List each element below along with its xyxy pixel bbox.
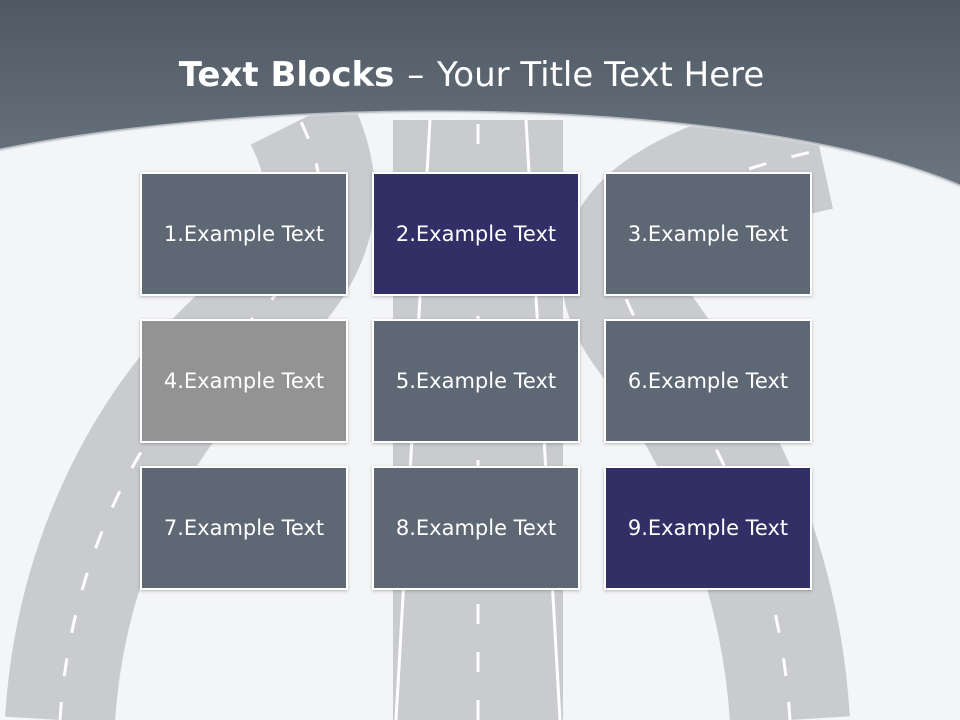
slide-title: Text Blocks – Your Title Text Here xyxy=(0,52,943,98)
title-rest: Your Title Text Here xyxy=(437,55,765,95)
text-block-3: 3.Example Text xyxy=(604,172,812,296)
text-block-9: 9.Example Text xyxy=(604,466,812,590)
text-block-1: 1.Example Text xyxy=(140,172,348,296)
text-block-7: 7.Example Text xyxy=(140,466,348,590)
title-separator: – xyxy=(407,55,425,95)
text-block-8: 8.Example Text xyxy=(372,466,580,590)
text-block-6: 6.Example Text xyxy=(604,319,812,443)
header-band xyxy=(0,0,960,186)
text-block-5: 5.Example Text xyxy=(372,319,580,443)
title-bold: Text Blocks xyxy=(178,55,395,95)
text-block-2: 2.Example Text xyxy=(372,172,580,296)
text-block-4: 4.Example Text xyxy=(140,319,348,443)
